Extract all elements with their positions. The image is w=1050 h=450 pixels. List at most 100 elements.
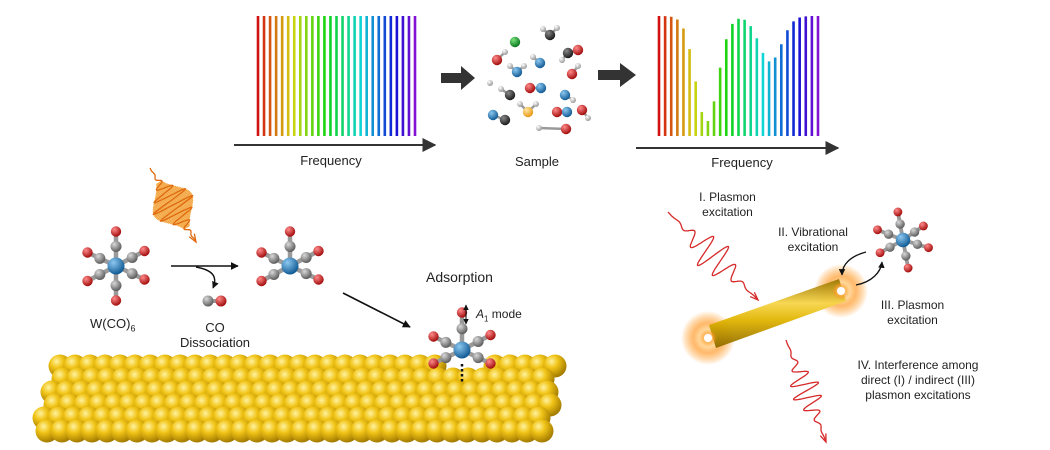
carbon-atom <box>440 336 452 348</box>
carbon-atom <box>94 269 106 280</box>
oxygen-atom <box>428 358 439 369</box>
carbon-atom <box>562 47 574 59</box>
a1-mode-label: A1 mode <box>476 307 522 326</box>
carbon-atom <box>268 269 280 280</box>
oxygen-atom <box>551 106 563 118</box>
tungsten-atom <box>559 89 571 101</box>
wave-shading <box>155 184 173 197</box>
step1-line2: excitation <box>702 205 753 219</box>
a1-mode-symbol: A <box>476 307 485 321</box>
oxygen-atom <box>524 82 536 94</box>
step2-label: II. Vibrational excitation <box>758 225 868 255</box>
sulfur-atom <box>522 106 534 118</box>
step4-line1: IV. Interference among <box>857 358 979 372</box>
tungsten-atom <box>453 341 471 359</box>
a1-mode-subscript: 1 <box>484 314 489 324</box>
oxygen-atom <box>893 207 903 217</box>
carbon-atom <box>885 242 895 252</box>
carbon-atom <box>94 252 106 264</box>
carbon-atom <box>202 295 214 307</box>
hydrogen-atom <box>570 97 576 103</box>
laser-pulse-icon <box>149 167 197 244</box>
hydrogen-atom <box>554 25 560 31</box>
carbon-atom <box>126 268 138 280</box>
interference-wave-icon <box>785 339 827 444</box>
hydrogen-atom <box>559 57 565 63</box>
wave-trace <box>149 167 197 243</box>
oxygen-atom <box>485 358 496 369</box>
oxygen-atom <box>873 225 882 235</box>
hydrogen-atom <box>585 115 591 121</box>
carbon-atom <box>912 239 923 250</box>
wave-arrowhead <box>188 233 197 244</box>
hydrogen-atom <box>498 86 504 92</box>
frequency-axis-label-incident: Frequency <box>300 153 362 168</box>
sample-molecules <box>487 25 591 135</box>
oxygen-atom <box>82 275 93 287</box>
oxygen-atom <box>576 104 588 116</box>
oxygen-atom <box>139 274 150 285</box>
oxygen-atom <box>560 123 572 135</box>
arrow-to-sample <box>441 66 475 90</box>
wave-shading <box>166 206 193 224</box>
oxygen-atom <box>313 245 324 257</box>
adsorption-label: Adsorption <box>426 269 493 285</box>
carbon-atom <box>544 29 556 41</box>
step2-line2: excitation <box>787 240 839 254</box>
vibrational-coupling-arrow-up <box>855 261 885 286</box>
oxygen-atom <box>428 331 439 342</box>
oxygen-atom <box>256 275 267 287</box>
carbon-atom <box>126 252 138 263</box>
carbon-atom <box>504 89 516 101</box>
wave-shading <box>155 195 194 220</box>
hydrogen-atom <box>575 63 581 69</box>
formula-subscript: 6 <box>130 323 136 334</box>
wave-shading <box>183 224 191 230</box>
tungsten-atom <box>895 232 911 248</box>
gold-surface <box>32 354 567 443</box>
arrow-from-sample <box>598 63 636 87</box>
carbon-atom <box>300 252 312 263</box>
wave-arrowhead <box>749 291 760 302</box>
carbon-atom <box>472 336 484 347</box>
carbon-atom <box>895 219 905 229</box>
oxygen-atom <box>485 329 496 341</box>
oxygen-atom <box>256 247 267 258</box>
step2-line1: II. Vibrational <box>778 225 848 239</box>
carbon-atom <box>901 251 911 261</box>
formula-label: W(CO)6 <box>90 316 135 337</box>
oxygen-atom <box>918 221 928 231</box>
a1-mode-text: mode <box>488 307 522 321</box>
oxygen-atom <box>139 245 150 257</box>
oxygen-atom <box>110 226 122 237</box>
incident-wave-icon <box>667 211 760 302</box>
hydrogen-atom <box>533 101 539 107</box>
carbon-atom <box>883 229 894 239</box>
wave-shading <box>173 213 191 226</box>
tungsten-hexacarbonyl-molecule <box>82 226 150 306</box>
hydrogen-atom <box>540 26 546 32</box>
oxygen-atom <box>82 247 93 258</box>
sample-label: Sample <box>514 154 560 169</box>
hydrogen-atom <box>517 101 523 107</box>
oxygen-atom <box>110 295 122 306</box>
wave-shading <box>155 180 163 186</box>
hydrogen-atom <box>536 125 542 131</box>
wave-shading <box>152 190 191 215</box>
formula-main: W(CO) <box>90 316 131 331</box>
oxygen-atom <box>313 274 324 285</box>
hydrogen-atom <box>530 54 536 60</box>
wave-trace <box>667 211 759 301</box>
wave-arrowhead <box>819 433 827 444</box>
wave-shading <box>153 186 180 204</box>
oxygen-atom <box>215 295 227 307</box>
co-molecule <box>202 295 227 307</box>
nitrogen-atom <box>509 36 521 48</box>
carbon-atom <box>472 352 484 364</box>
hydrogen-atom <box>487 80 493 86</box>
transmitted-spectrum <box>657 16 820 136</box>
step4-line3: plasmon excitations <box>865 388 971 402</box>
step4-line2: direct (I) / indirect (III) <box>860 373 976 387</box>
hydrogen-atom <box>521 63 527 69</box>
